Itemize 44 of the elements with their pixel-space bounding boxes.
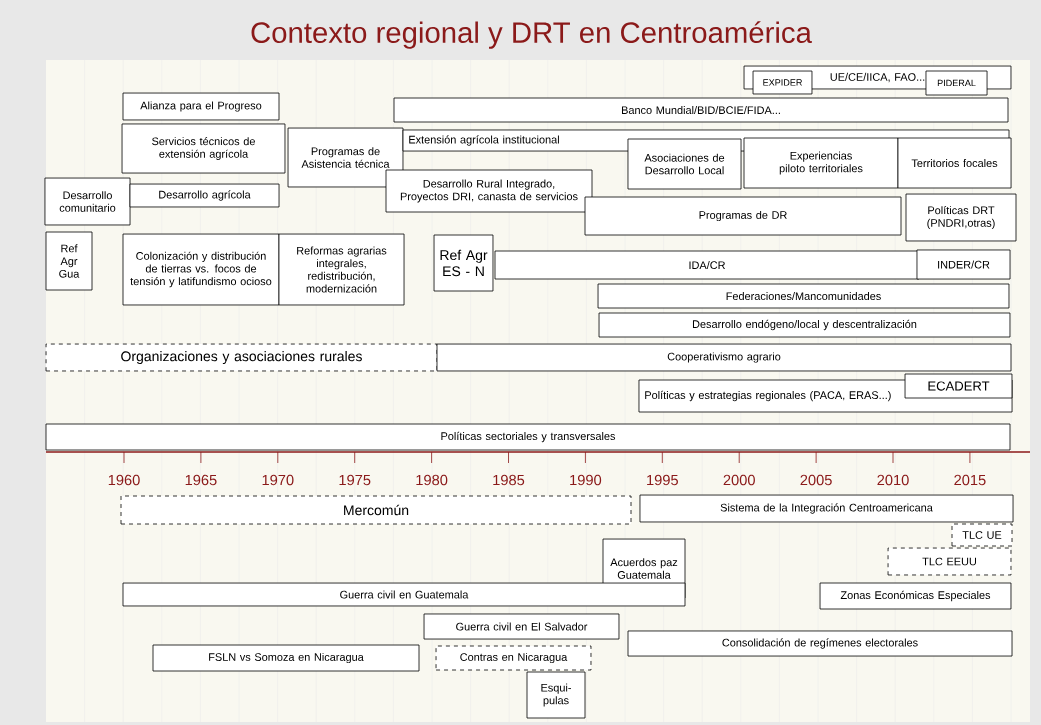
- event-box: Guerra civil en El Salvador: [423, 613, 620, 640]
- year-label: 1980: [416, 474, 448, 486]
- year-label: 1990: [570, 474, 602, 486]
- event-box: PIDERAL: [925, 70, 988, 96]
- year-label: 1985: [493, 474, 525, 486]
- event-box: Esqui- pulas: [526, 671, 586, 719]
- event-box: Federaciones/Mancomunidades: [597, 283, 1010, 309]
- event-box: Programas de Asistencia técnica: [287, 127, 404, 188]
- year-label: 1975: [339, 474, 371, 486]
- event-box: Alianza para el Progreso: [122, 92, 280, 121]
- event-box: FSLN vs Somoza en Nicaragua: [152, 644, 420, 672]
- event-box: Mercomún: [120, 495, 632, 525]
- event-box: Reformas agrarias integrales, redistribución, modernización: [278, 233, 405, 306]
- year-label: 1995: [647, 474, 678, 486]
- event-box: Territorios focales: [897, 137, 1012, 189]
- event-box: Asociaciones de Desarrollo Local: [627, 138, 742, 190]
- year-label: 1970: [262, 474, 294, 486]
- event-box: ECADERT: [904, 373, 1013, 399]
- event-box: Colonización y distribución de tierras vs. focos de tensión y latifundismo ocioso: [122, 233, 280, 306]
- year-label: 2010: [877, 474, 909, 486]
- event-box: TLC UE: [951, 523, 1013, 547]
- event-box: Desarrollo comunitario: [44, 177, 131, 226]
- event-box: Desarrollo agrícola: [129, 183, 280, 208]
- event-box: Programas de DR: [584, 196, 902, 236]
- event-box: Consolidación de regímenes electorales: [627, 630, 1013, 657]
- event-box: Políticas DRT (PNDRI,otras): [905, 193, 1017, 242]
- event-box: Experiencias piloto territoriales: [743, 137, 899, 189]
- year-label: 2005: [800, 474, 832, 486]
- title: Contexto regional y DRT en Centroamérica: [251, 21, 812, 49]
- year-label: 1965: [185, 474, 217, 486]
- event-box: Políticas sectoriales y transversales: [45, 423, 1011, 451]
- event-box: Zonas Económicas Especiales: [819, 582, 1012, 610]
- year-label: 2000: [723, 474, 755, 486]
- year-label: 2015: [954, 474, 986, 486]
- event-box: Organizaciones y asociaciones rurales: [45, 343, 438, 372]
- year-label: 1960: [108, 474, 140, 486]
- event-box: EXPIDER: [752, 70, 813, 95]
- event-box: Desarrollo Rural Integrado, Proyectos DRI, canasta de servicios: [385, 169, 593, 213]
- event-box: Ref Agr ES - N: [433, 234, 494, 292]
- event-box: Ref Agr Gua: [45, 231, 93, 291]
- event-box: INDER/CR: [916, 249, 1011, 280]
- event-box: Desarrollo endógeno/local y descentralización: [598, 312, 1011, 338]
- event-box: Contras en Nicaragua: [435, 645, 592, 671]
- event-box: Servicios técnicos de extensión agrícola: [121, 123, 286, 174]
